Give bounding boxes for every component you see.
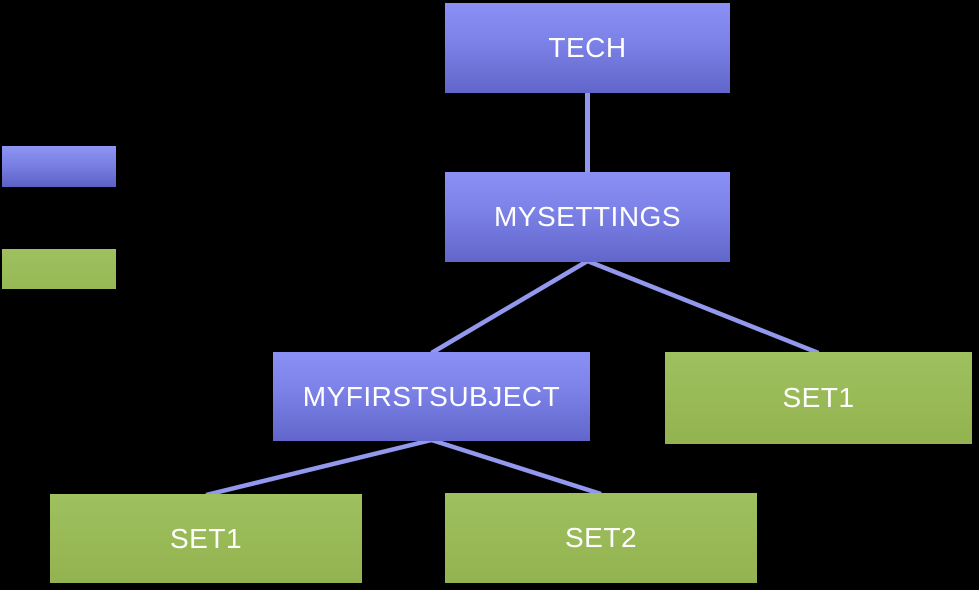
node-set1-right-label: SET1: [782, 382, 855, 413]
node-mysettings-label: MYSETTINGS: [493, 201, 681, 232]
legend-purple-swatch: [2, 146, 116, 187]
node-set2-bottom: SET2: [445, 493, 757, 583]
edge-myfirstsubject-set2: [430, 437, 602, 497]
node-myfirstsubject: MYFIRSTSUBJECT: [273, 352, 590, 441]
legend-green-swatch: [2, 249, 116, 289]
edge-mysettings-set1: [586, 258, 820, 356]
node-tech: TECH: [445, 3, 730, 93]
node-set1-bottom-label: SET1: [169, 522, 243, 554]
node-set2-bottom-label: SET2: [564, 522, 638, 553]
edge-mysettings-myfirstsubject: [430, 259, 589, 355]
node-tech-label: TECH: [548, 32, 627, 63]
node-mysettings: MYSETTINGS: [445, 172, 730, 262]
node-set1-bottom: SET1: [50, 494, 362, 583]
node-set1-right: SET1: [665, 352, 972, 444]
edge-myfirstsubject-set1: [205, 437, 433, 498]
node-myfirstsubject-label: MYFIRSTSUBJECT: [302, 380, 561, 412]
